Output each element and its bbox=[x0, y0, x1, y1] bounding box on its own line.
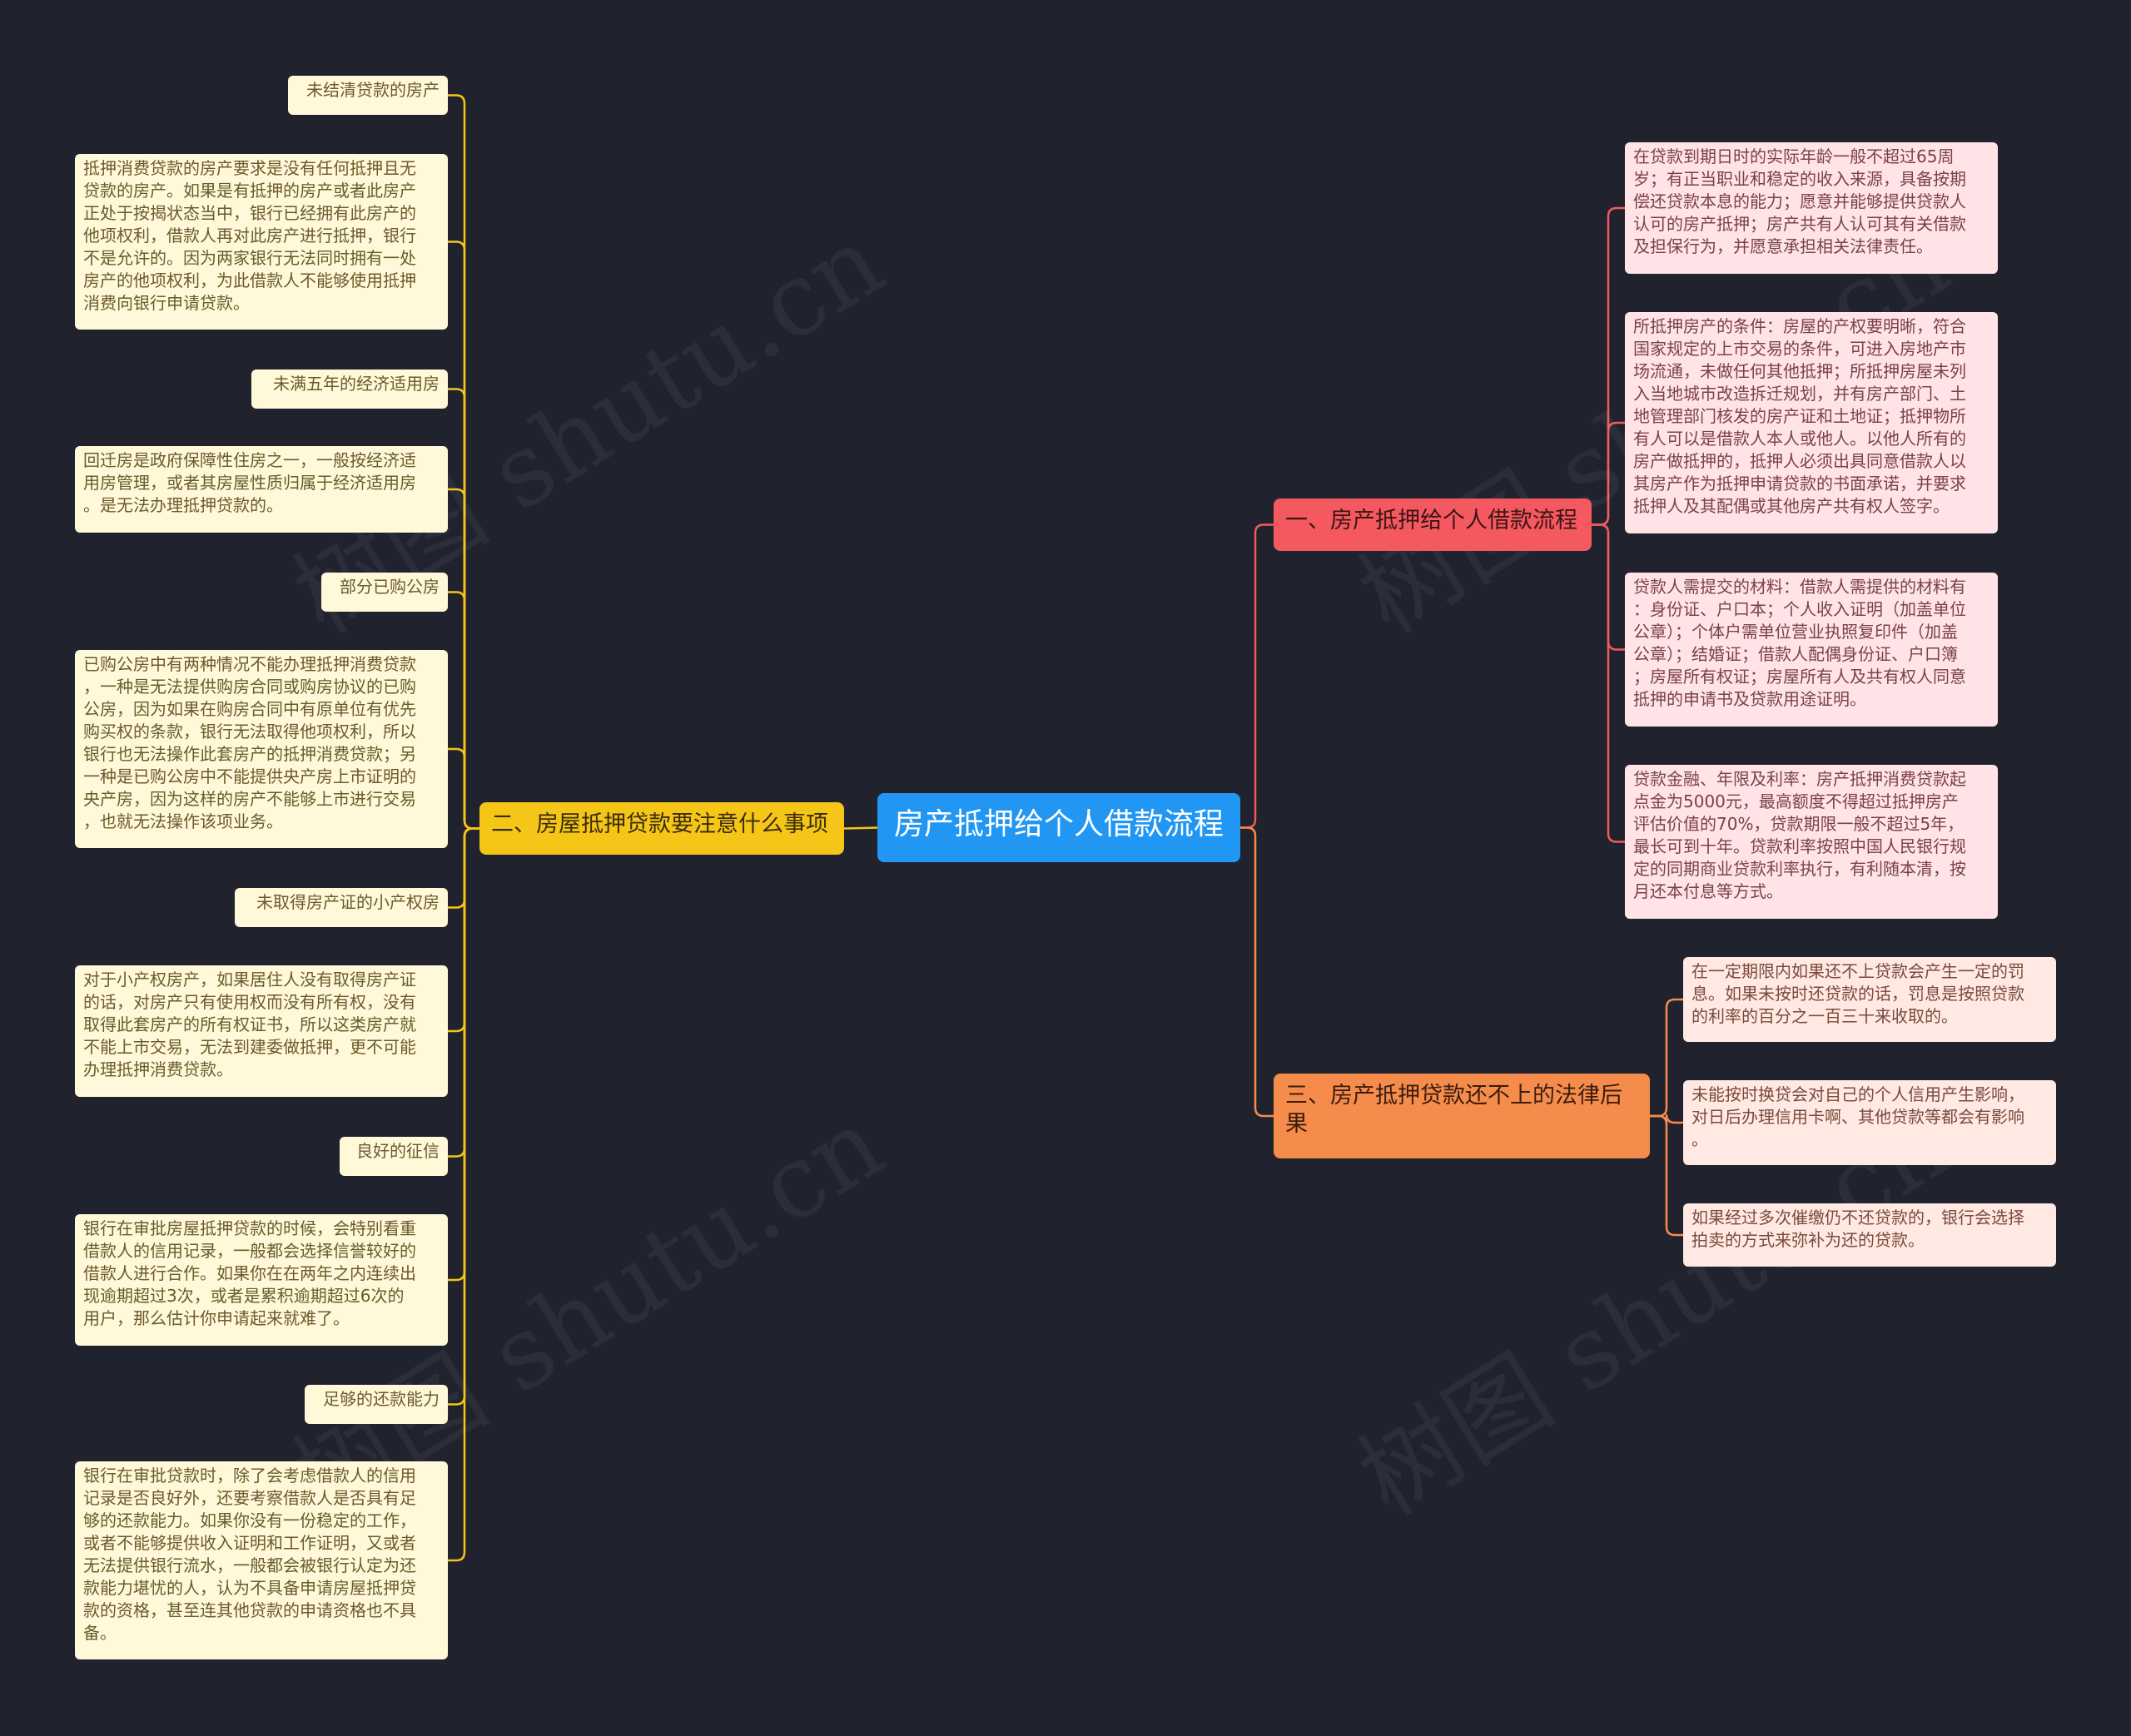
leaf-purchased-public-housing[interactable]: 部分已购公房 bbox=[321, 573, 448, 612]
leaf-penalty-interest[interactable]: 在一定期限内如果还不上贷款会产生一定的罚 息。如果未按时还贷款的话，罚息是按照贷… bbox=[1683, 957, 2056, 1042]
link-root-b3 bbox=[1240, 826, 1274, 1118]
leaf-good-credit-detail[interactable]: 银行在审批房屋抵押贷款的时候，会特别看重 借款人的信用记录，一般都会选择信誉较好… bbox=[75, 1214, 448, 1346]
leaf-auction[interactable]: 如果经过多次催缴仍不还贷款的，银行会选择 拍卖的方式来弥补为还的贷款。 bbox=[1683, 1203, 2056, 1267]
leaf-small-property-housing[interactable]: 未取得房产证的小产权房 bbox=[235, 888, 448, 927]
leaf-property-conditions[interactable]: 所抵押房产的条件：房屋的产权要明晰，符合 国家规定的上市交易的条件，可进入房地产… bbox=[1625, 312, 1998, 533]
link-b2-leaf-11 bbox=[448, 827, 479, 1562]
link-root-b1 bbox=[1240, 523, 1274, 829]
leaf-repayment-ability-detail[interactable]: 银行在审批贷款时，除了会考虑借款人的信用 记录是否良好外，还要考察借款人是否具有… bbox=[75, 1461, 448, 1659]
leaf-amount-term-rate[interactable]: 贷款金融、年限及利率：房产抵押消费贷款起 点金为5000元，最高额度不得超过抵押… bbox=[1625, 765, 1998, 919]
link-b1-leaf-3 bbox=[1592, 523, 1625, 843]
branch-topic-precautions[interactable]: 二、房屋抵押贷款要注意什么事项 bbox=[479, 802, 844, 855]
leaf-unpaid-loan-detail[interactable]: 抵押消费贷款的房产要求是没有任何抵押且无 贷款的房产。如果是有抵押的房产或者此房… bbox=[75, 154, 448, 330]
leaf-credit-impact[interactable]: 未能按时换贷会对自己的个人信用产生影响， 对日后办理信用卡啊、其他贷款等都会有影… bbox=[1683, 1080, 2056, 1165]
leaf-good-credit[interactable]: 良好的征信 bbox=[340, 1137, 448, 1176]
leaf-borrower-requirements[interactable]: 在贷款到期日时的实际年龄一般不超过65周 岁；有正当职业和稳定的收入来源，具备按… bbox=[1625, 142, 1998, 274]
link-b2-leaf-5 bbox=[448, 747, 479, 830]
leaf-unpaid-loan-property[interactable]: 未结清贷款的房产 bbox=[288, 76, 448, 115]
leaf-small-property-detail[interactable]: 对于小产权房产，如果居住人没有取得房产证 的话，对房产只有使用权而没有所有权，没… bbox=[75, 965, 448, 1097]
link-b3-leaf-2 bbox=[1650, 1114, 1683, 1237]
link-root-b2 bbox=[843, 826, 878, 830]
link-b3-leaf-0 bbox=[1650, 998, 1683, 1118]
leaf-repayment-ability[interactable]: 足够的还款能力 bbox=[305, 1385, 448, 1424]
leaf-affordable-housing-detail[interactable]: 回迁房是政府保障性住房之一，一般按经济适 用房管理，或者其房屋性质归属于经济适用… bbox=[75, 446, 448, 533]
leaf-required-materials[interactable]: 贷款人需提交的材料：借款人需提供的材料有 ：身份证、户口本；个人收入证明（加盖单… bbox=[1625, 573, 1998, 727]
branch-topic-legal-consequences[interactable]: 三、房产抵押贷款还不上的法律后 果 bbox=[1274, 1074, 1650, 1158]
leaf-affordable-housing[interactable]: 未满五年的经济适用房 bbox=[251, 370, 448, 409]
leaf-public-housing-detail[interactable]: 已购公房中有两种情况不能办理抵押消费贷款 ，一种是无法提供购房合同或购房协议的已… bbox=[75, 650, 448, 848]
link-b1-leaf-1 bbox=[1592, 421, 1625, 526]
branch-topic-loan-process[interactable]: 一、房产抵押给个人借款流程 bbox=[1274, 498, 1592, 551]
root-topic[interactable]: 房产抵押给个人借款流程 bbox=[877, 793, 1240, 862]
